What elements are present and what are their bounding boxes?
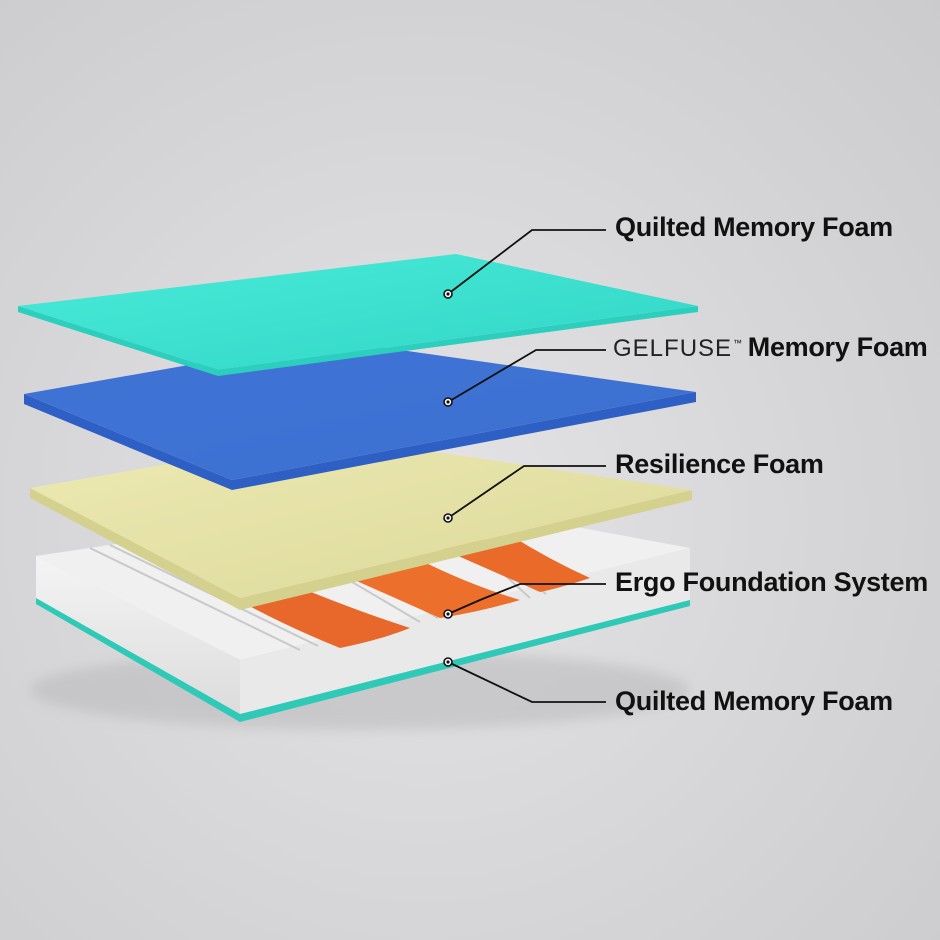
- base-right-face: [240, 548, 690, 714]
- top-foam-surface: [18, 254, 698, 370]
- gelfuse-label-text: Memory Foam: [747, 332, 928, 362]
- ergo-zone-2: [350, 560, 520, 618]
- base-front-face: [36, 556, 240, 714]
- ergo-zone-1: [238, 586, 410, 648]
- gelfuse-brand-gel: GEL: [613, 335, 665, 362]
- label-resilience-foam: Resilience Foam: [615, 449, 824, 479]
- gelfuse-foam-surface: [24, 340, 696, 480]
- label-bottom-quilted-memory-foam: Quilted Memory Foam: [615, 686, 893, 716]
- label-gelfuse-memory-foam: GELFUSE™ Memory Foam: [613, 332, 928, 363]
- trademark-symbol: ™: [733, 338, 742, 348]
- resilience-foam-edge: [30, 488, 692, 610]
- label-ergo-foundation-system: Ergo Foundation System: [615, 567, 928, 597]
- resilience-foam-layer: [30, 436, 692, 610]
- leader-line-resilience: [447, 465, 606, 519]
- gelfuse-brand-fuse: FUSE: [664, 335, 733, 362]
- leader-line-ergo: [447, 583, 606, 615]
- top-quilted-foam-layer: [18, 254, 698, 376]
- leader-line-bottom: [447, 661, 606, 703]
- gelfuse-foam-edge: [24, 392, 696, 490]
- leader-line-gelfuse: [447, 349, 606, 403]
- leader-line-top: [447, 229, 606, 295]
- label-top-quilted-memory-foam: Quilted Memory Foam: [615, 212, 893, 242]
- gelfuse-memory-foam-layer: [24, 340, 696, 490]
- leader-lines: [447, 229, 606, 703]
- resilience-foam-surface: [30, 436, 692, 598]
- marker-dots: [443, 289, 453, 667]
